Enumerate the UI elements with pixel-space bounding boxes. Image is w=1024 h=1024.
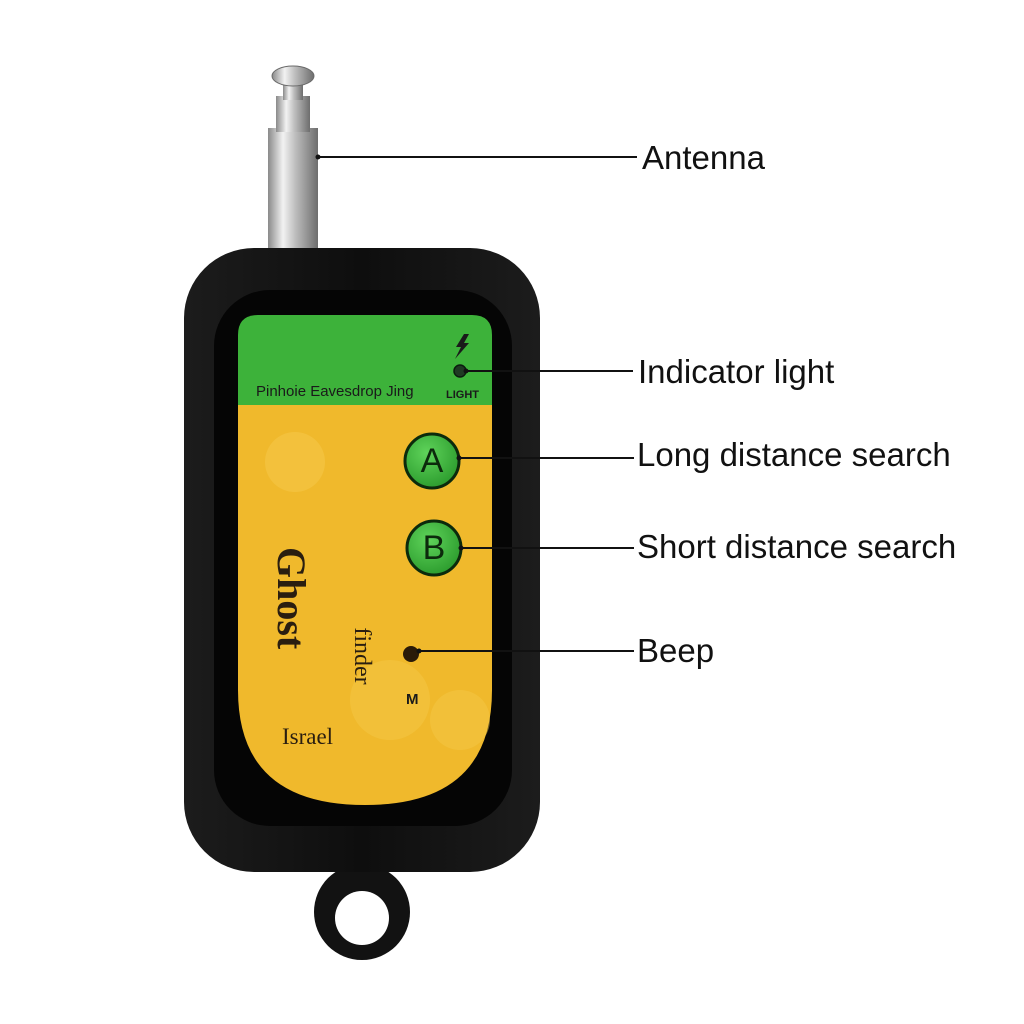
callout-lines: [318, 156, 637, 652]
antenna: [268, 65, 318, 256]
light-label: LIGHT: [446, 389, 479, 401]
lightning-bolt-icon: [455, 334, 469, 359]
brand-main-text: Ghost: [269, 547, 314, 650]
antenna-label: Antenna: [642, 139, 765, 176]
long-distance-search-label: Long distance search: [637, 436, 951, 473]
button-b-label: B: [422, 529, 446, 567]
front-panel: [238, 315, 492, 805]
antenna-tip: [271, 65, 315, 87]
yellow-panel: [238, 405, 492, 805]
mic-label: M: [406, 691, 419, 708]
origin-text: Israel: [282, 724, 334, 749]
green-panel: [238, 315, 492, 405]
keyring-loop: [314, 864, 410, 960]
antenna-lower-segment: [268, 128, 318, 256]
indicator-light-label: Indicator light: [638, 353, 835, 390]
callout-dots: [315, 154, 469, 654]
antenna-mid-segment: [276, 96, 310, 132]
button-a-label: A: [420, 442, 444, 480]
brand-sub-text: finder: [349, 627, 375, 685]
beep-label: Beep: [637, 632, 715, 669]
beep-speaker-hole: [403, 646, 419, 662]
short-distance-search-label: Short distance search: [637, 528, 957, 565]
panel-strip-text: Pinhoie Eavesdrop Jing: [256, 383, 414, 400]
button-a[interactable]: [403, 432, 461, 490]
